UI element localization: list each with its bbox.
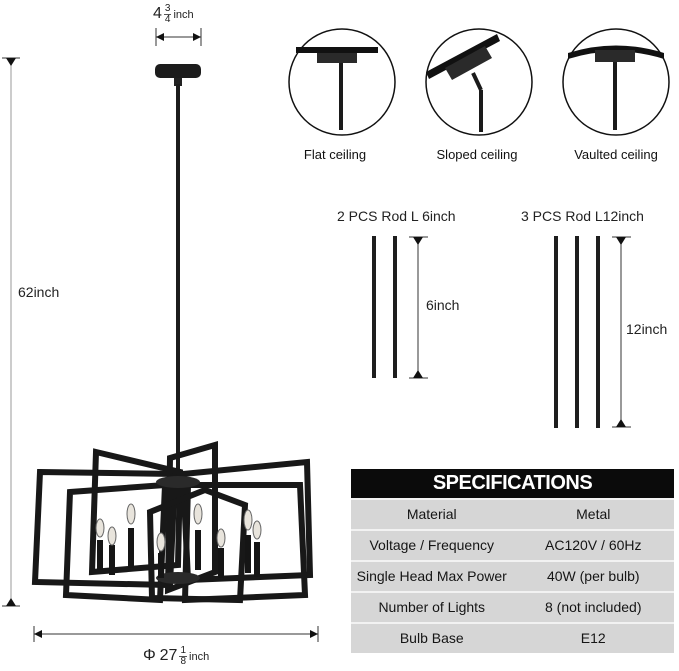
spec-key: Single Head Max Power [356, 568, 507, 584]
spec-row: Number of Lights 8 (not included) [351, 591, 674, 622]
sloped-ceiling-label: Sloped ceiling [436, 147, 518, 162]
specifications-title: SPECIFICATIONS [351, 469, 674, 498]
fraction-numerator: 1 [179, 645, 188, 657]
spec-value: 8 (not included) [544, 599, 642, 615]
unit-label: inch [173, 9, 194, 22]
spec-value: E12 [580, 630, 606, 646]
spec-value: Metal [576, 506, 611, 522]
fraction-denominator: 4 [164, 14, 171, 25]
spec-key: Material [406, 506, 457, 522]
rod-12-title: 3 PCS Rod L12inch [521, 208, 644, 224]
fraction-denominator: 8 [180, 656, 187, 667]
diameter-whole: 27 [159, 647, 178, 665]
rod-12-length-label: 12inch [626, 321, 668, 337]
spec-row: Material Metal [351, 498, 674, 529]
diameter-symbol: Φ [143, 647, 156, 665]
vaulted-ceiling-label: Vaulted ceiling [574, 147, 658, 162]
spec-row: Bulb Base E12 [351, 622, 674, 653]
specifications-table: SPECIFICATIONS Material Metal Voltage / … [351, 469, 674, 653]
canopy-width-whole: 4 [153, 5, 162, 23]
fraction-numerator: 3 [163, 3, 172, 15]
spec-row: Single Head Max Power 40W (per bulb) [351, 560, 674, 591]
flat-ceiling-label: Flat ceiling [303, 147, 367, 162]
spec-key: Bulb Base [399, 630, 464, 646]
rod-6-title: 2 PCS Rod L 6inch [337, 208, 456, 224]
spec-value: AC120V / 60Hz [545, 537, 642, 553]
spec-value: 40W (per bulb) [546, 568, 640, 584]
unit-label: inch [189, 651, 210, 664]
spec-row: Voltage / Frequency AC120V / 60Hz [351, 529, 674, 560]
height-label: 62inch [18, 284, 60, 300]
spec-key: Number of Lights [378, 599, 486, 615]
spec-key: Voltage / Frequency [369, 537, 495, 553]
rod-6-length-label: 6inch [426, 297, 460, 313]
